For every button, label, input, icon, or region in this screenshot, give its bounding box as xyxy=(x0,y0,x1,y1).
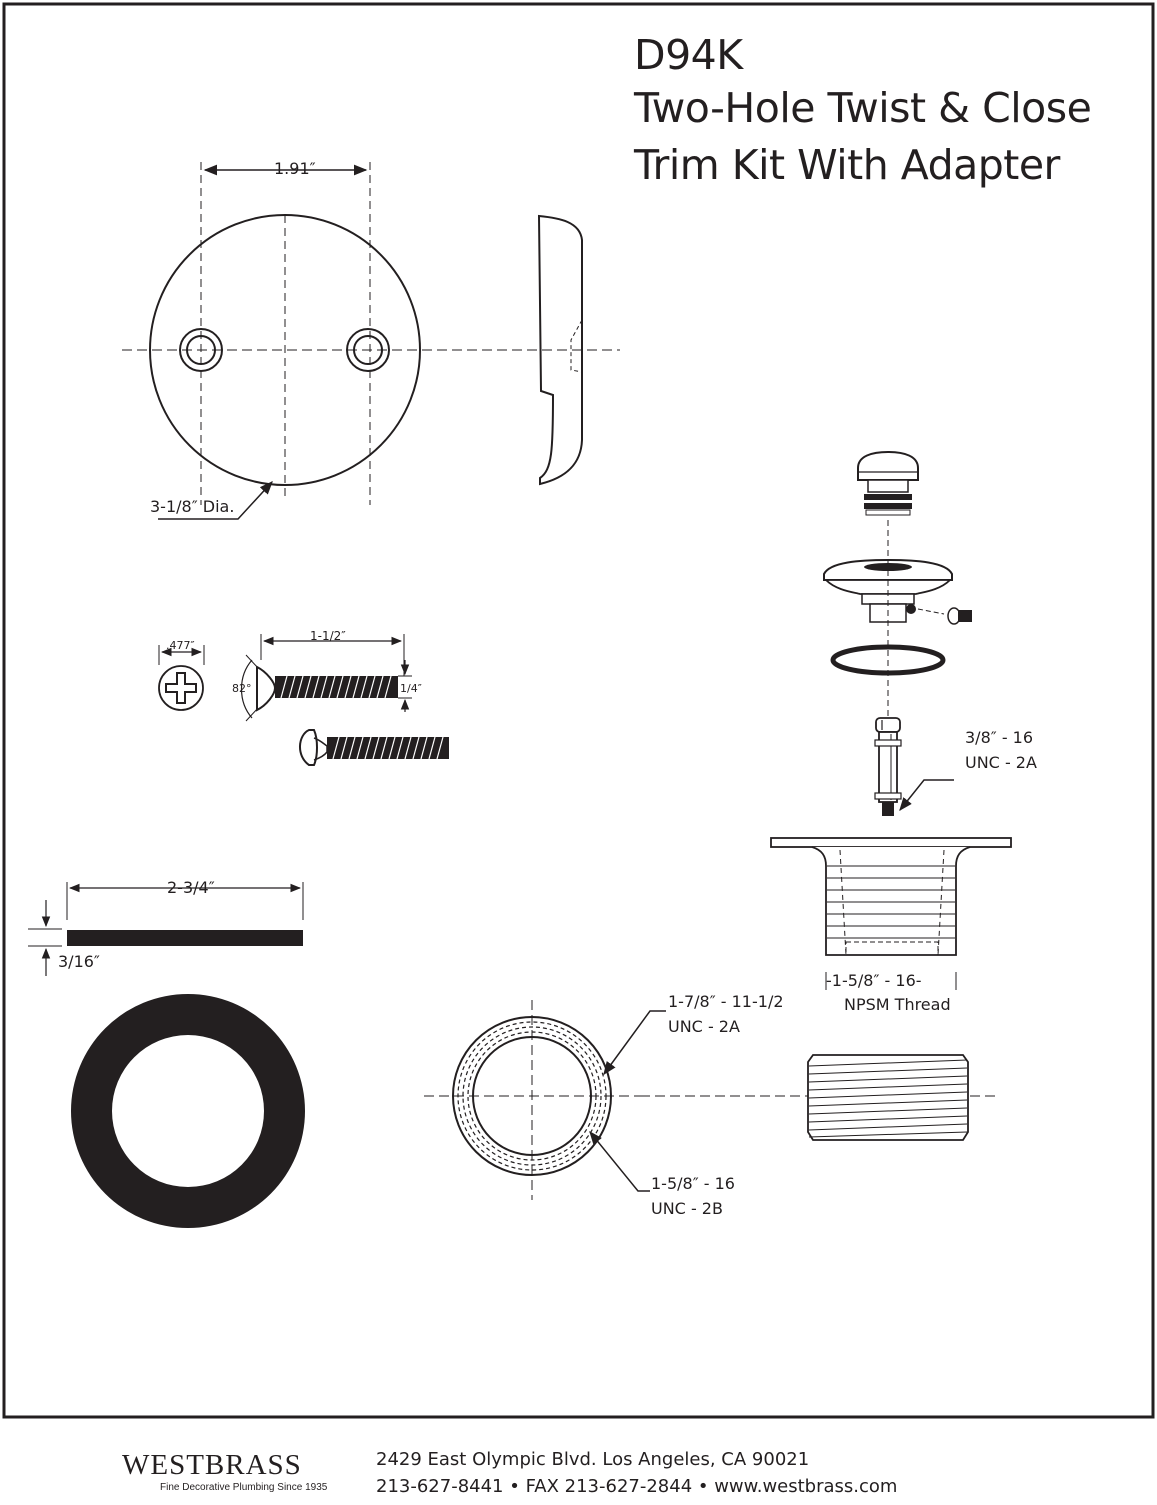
gasket-thickness-label: 3/16″ xyxy=(58,952,100,971)
stopper-flange xyxy=(823,558,972,625)
brand-tagline: Fine Decorative Plumbing Since 1935 xyxy=(160,1482,328,1493)
adapter-inner-thread-label-2: UNC - 2B xyxy=(651,1199,723,1218)
drain-body xyxy=(770,837,1012,990)
brand-logo: WESTBRASS xyxy=(122,1449,302,1481)
adapter-inner-thread-label-1: 1-5/8″ - 16 xyxy=(651,1174,735,1193)
gasket-side-view xyxy=(28,882,304,976)
hole-spacing-label: 1.91″ xyxy=(274,159,316,178)
screw-head-width-label: .477″ xyxy=(166,639,195,652)
screw-angle-label: 82° xyxy=(232,682,252,695)
adapter-top-view xyxy=(424,1000,666,1200)
body-thread-label-1: -1-5/8″ - 16- xyxy=(826,971,922,990)
screw-length-label: 1-1/2″ xyxy=(310,629,346,643)
stem-thread-label-2: UNC - 2A xyxy=(965,753,1037,772)
gasket-length-label: 2-3/4″ xyxy=(167,878,215,897)
overflow-plate-side-view xyxy=(537,214,583,486)
footer-contact: 213-627-8441 • FAX 213-627-2844 • www.we… xyxy=(376,1476,898,1497)
stopper-cap xyxy=(857,450,919,516)
overflow-plate-front-view xyxy=(122,162,620,520)
footer-address: 2429 East Olympic Blvd. Los Angeles, CA … xyxy=(376,1449,810,1470)
adapter-outer-thread-label-1: 1-7/8″ - 11-1/2 xyxy=(668,992,784,1011)
screw-head-top-view xyxy=(158,645,205,711)
screw-dimensioned xyxy=(241,634,412,722)
plate-diameter-label: 3-1/8″ Dia. xyxy=(150,497,234,516)
adapter-side-view xyxy=(640,1054,1000,1141)
gasket-ring xyxy=(71,994,305,1228)
model-number: D94K xyxy=(634,31,743,79)
stopper-stem xyxy=(874,717,954,816)
body-thread-label-2: NPSM Thread xyxy=(844,995,951,1014)
screw-side-view xyxy=(299,729,449,766)
screw-diameter-label: 1/4″ xyxy=(400,682,422,695)
stem-thread-label-1: 3/8″ - 16 xyxy=(965,728,1033,747)
product-title-line-2: Trim Kit With Adapter xyxy=(634,141,1060,189)
product-title-line-1: Two-Hole Twist & Close xyxy=(634,84,1092,132)
adapter-outer-thread-label-2: UNC - 2A xyxy=(668,1017,740,1036)
